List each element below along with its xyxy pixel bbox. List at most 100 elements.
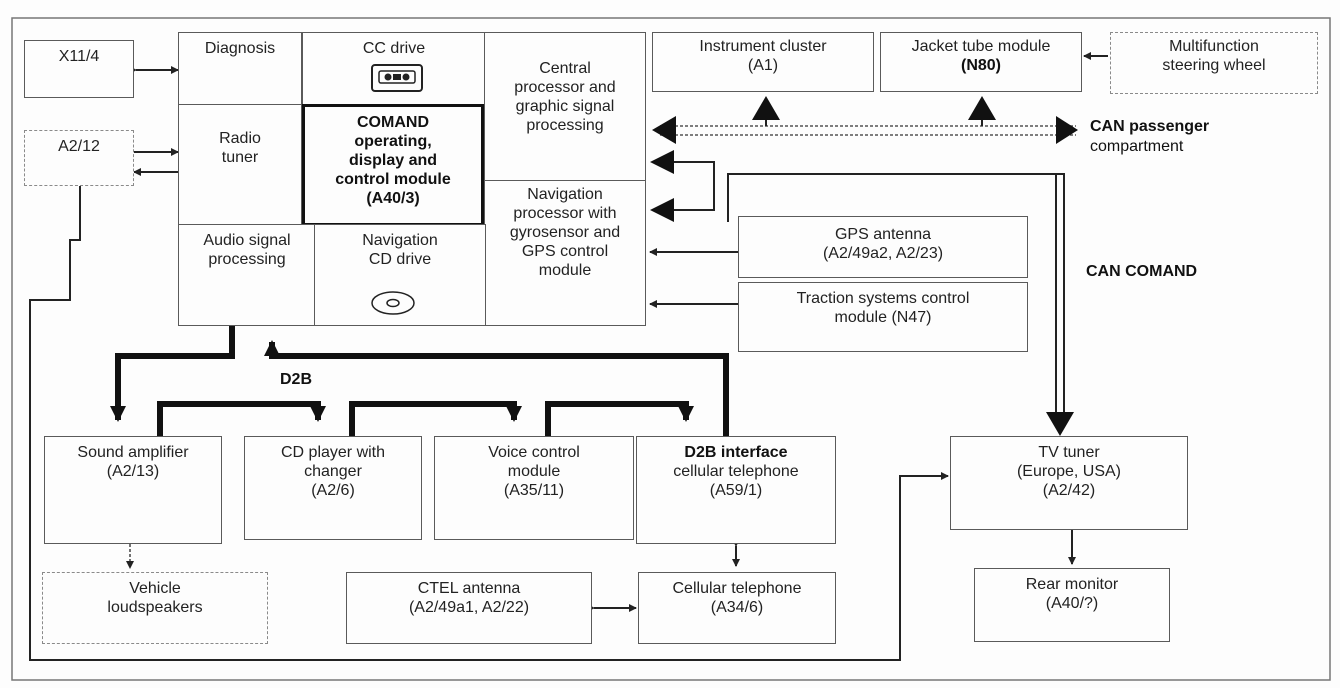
can-comand-bus	[727, 173, 1065, 420]
box-line: Vehicle	[129, 580, 181, 597]
multifunction-steering-box: Multifunction steering wheel	[1110, 32, 1318, 94]
diagnosis-box: Diagnosis	[178, 32, 302, 106]
box-line: (A2/6)	[311, 482, 355, 499]
cellular-telephone-box: Cellular telephone (A34/6)	[638, 572, 836, 644]
can-passenger-arrow-right	[1056, 116, 1078, 144]
gps-antenna-box: GPS antenna (A2/49a2, A2/23)	[738, 216, 1028, 278]
box-line: processor with	[513, 205, 617, 222]
ctel-antenna-box: CTEL antenna (A2/49a1, A2/22)	[346, 572, 592, 644]
box-line: Sound amplifier	[77, 444, 189, 461]
box-line: Diagnosis	[204, 40, 276, 57]
voice-control-box: Voice control module (A35/11)	[434, 436, 634, 540]
box-line: COMAND	[357, 114, 429, 131]
navigation-processor-box: Navigation processor with gyrosensor and…	[484, 180, 646, 326]
can-comand-label: CAN COMAND	[1086, 263, 1198, 280]
box-line: processing	[208, 251, 286, 268]
box-line: (A2/42)	[1042, 482, 1096, 499]
box-line: Navigation	[527, 186, 603, 203]
box-line: (A59/1)	[709, 482, 763, 499]
instrument-cluster-box: Instrument cluster (A1)	[652, 32, 874, 92]
box-line: A2/12	[58, 138, 100, 155]
box-line: display and	[348, 152, 438, 169]
d2b-voice-to-d2b	[545, 401, 694, 436]
vehicle-loudspeakers-box: Vehicle loudspeakers	[42, 572, 268, 644]
box-line: Rear monitor	[1025, 576, 1119, 593]
can-comand-arrow-tv	[1046, 412, 1074, 436]
box-line: (N80)	[960, 57, 1001, 74]
box-line: processing	[526, 117, 604, 134]
disc-icon	[371, 291, 415, 315]
box-line: X11/4	[58, 48, 100, 65]
box-line: (A35/11)	[503, 482, 565, 499]
comand-module-box: COMAND operating, display and control mo…	[302, 104, 484, 226]
rear-monitor-box: Rear monitor (A40/?)	[974, 568, 1170, 642]
box-line: CD player with	[280, 444, 386, 461]
can-passenger-arrow-left	[652, 116, 676, 144]
box-line: steering wheel	[1162, 57, 1266, 74]
box-line: Voice control	[488, 444, 580, 461]
box-line: processor and	[514, 79, 616, 96]
box-line: cellular telephone	[673, 463, 799, 480]
d2b-cd-to-voice	[349, 401, 522, 436]
a2-12-box: A2/12	[24, 130, 134, 186]
box-line: (A34/6)	[710, 599, 764, 616]
box-line: Central	[539, 60, 591, 77]
box-line: TV tuner	[1038, 444, 1100, 461]
tv-tuner-box: TV tuner (Europe, USA) (A2/42)	[950, 436, 1188, 530]
a212-tv-tuner-link	[29, 186, 949, 661]
box-line: Cellular telephone	[672, 580, 802, 597]
box-line: Instrument cluster	[699, 38, 827, 55]
box-line: (A2/49a2, A2/23)	[822, 245, 944, 262]
radio-tuner-box: Radio tuner	[178, 104, 302, 226]
navigation-cd-box: Navigation CD drive	[314, 224, 486, 326]
jacket-tube-box: Jacket tube module (N80)	[880, 32, 1082, 92]
box-line: gyrosensor and	[509, 224, 621, 241]
box-line: module	[538, 262, 592, 279]
box-line: (A40/3)	[366, 190, 420, 207]
box-line: CC drive	[362, 40, 426, 57]
box-line: Traction systems control	[796, 290, 970, 307]
outer-frame	[11, 17, 1331, 681]
box-line: (A40/?)	[1045, 595, 1099, 612]
box-line: Radio	[219, 130, 261, 147]
box-line: (Europe, USA)	[1016, 463, 1122, 480]
box-line: Audio signal	[203, 232, 291, 249]
box-line: CD drive	[368, 251, 432, 268]
box-line: Multifunction	[1169, 38, 1259, 55]
box-line: graphic signal	[515, 98, 615, 115]
box-line: changer	[304, 463, 362, 480]
box-line: Navigation	[362, 232, 438, 249]
box-line: GPS control	[521, 243, 609, 260]
traction-module-box: Traction systems control module (N47)	[738, 282, 1028, 352]
audio-signal-box: Audio signal processing	[178, 224, 316, 326]
box-line: Jacket tube module	[911, 38, 1051, 55]
box-line: module (N47)	[834, 309, 932, 326]
cassette-icon	[371, 64, 423, 92]
d2b-amp-to-cd	[157, 401, 326, 436]
box-line: D2B interface	[684, 444, 788, 461]
box-line: (A2/49a1, A2/22)	[408, 599, 530, 616]
box-line: (A1)	[747, 57, 779, 74]
cluster-can-arrow	[752, 96, 780, 120]
can-passenger-label: CAN passenger	[1090, 118, 1210, 135]
d2b-audio-to-amp	[110, 326, 235, 422]
sound-amplifier-box: Sound amplifier (A2/13)	[44, 436, 222, 544]
d2b-interface-box: D2B interface cellular telephone (A59/1)	[636, 436, 836, 544]
central-processor-box: Central processor and graphic signal pro…	[484, 32, 646, 182]
cc-drive-box: CC drive	[302, 32, 486, 106]
d2b-return-to-audio	[264, 340, 729, 436]
box-line: operating,	[354, 133, 432, 150]
box-line: (A2/13)	[106, 463, 160, 480]
box-line: control module	[335, 171, 451, 188]
box-line: loudspeakers	[107, 599, 203, 616]
box-line: GPS antenna	[834, 226, 932, 243]
can-comand-loop	[662, 161, 715, 211]
jacket-can-arrow	[968, 96, 996, 120]
can-passenger-label-2: compartment	[1090, 138, 1184, 155]
box-line: module	[507, 463, 561, 480]
d2b-label: D2B	[280, 371, 313, 388]
x11-4-box: X11/4	[24, 40, 134, 98]
cd-player-box: CD player with changer (A2/6)	[244, 436, 422, 540]
